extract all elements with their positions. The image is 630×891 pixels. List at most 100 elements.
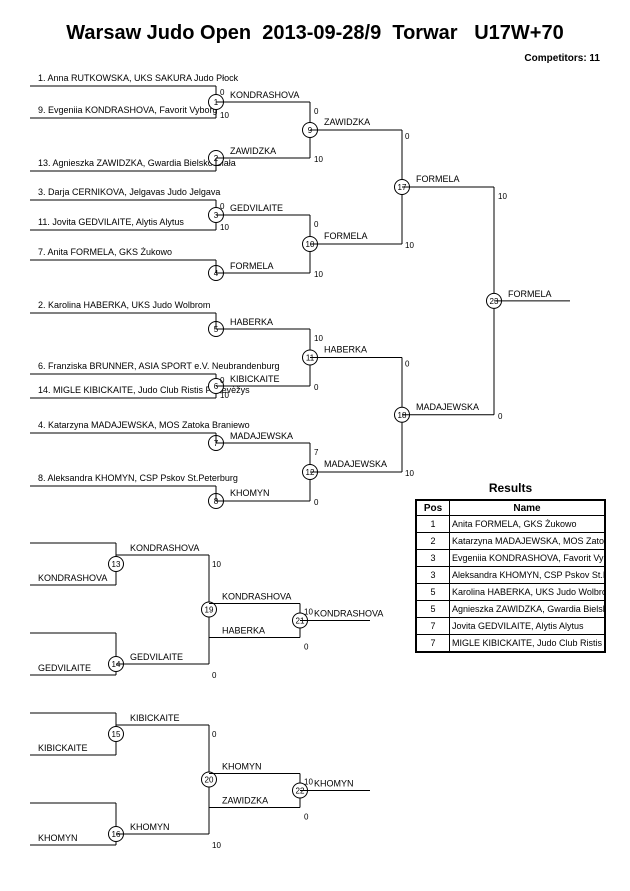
repechage-name: KHOMYN <box>38 833 78 843</box>
results-name: Karolina HABERKA, UKS Judo Wolbrom <box>449 583 606 601</box>
winner-name: HABERKA <box>324 345 367 355</box>
results-pos: 3 <box>415 566 450 584</box>
score: 10 <box>405 241 414 250</box>
entry-name: 2. Karolina HABERKA, UKS Judo Wolbrom <box>38 300 210 310</box>
bronze-winner-name: KONDRASHOVA <box>314 609 383 619</box>
repechage-name: KONDRASHOVA <box>38 573 107 583</box>
winner-name: GEDVILAITE <box>230 203 283 213</box>
winner-name: MADAJEWSKA <box>324 459 387 469</box>
match-number-circle <box>108 556 124 572</box>
score: 0 <box>212 671 217 680</box>
winner-name: KHOMYN <box>222 762 262 772</box>
final-winner-name: FORMELA <box>508 289 552 299</box>
score: 0 <box>220 376 225 385</box>
winner-name: FORMELA <box>324 231 368 241</box>
repechage-name: ZAWIDZKA <box>222 796 268 806</box>
winner-name: KHOMYN <box>230 488 270 498</box>
repechage-name: KIBICKAITE <box>38 743 88 753</box>
score: 10 <box>314 270 323 279</box>
score: 0 <box>220 202 225 211</box>
score: 10 <box>220 223 229 232</box>
winner-name: GEDVILAITE <box>130 652 183 662</box>
match-number-circle <box>201 771 217 788</box>
winner-name: MADAJEWSKA <box>416 402 479 412</box>
score: 10 <box>220 391 229 400</box>
score: 10 <box>304 608 313 617</box>
results-pos: 3 <box>415 549 450 567</box>
match-number-circle <box>108 726 124 742</box>
results-name: Agnieszka ZAWIDZKA, Gwardia Bielsko-Biał… <box>449 600 606 618</box>
repechage-name: HABERKA <box>222 626 265 636</box>
results-header-name: Name <box>449 499 606 516</box>
entry-name: 4. Katarzyna MADAJEWSKA, MOS Zatoka Bran… <box>38 420 250 430</box>
score: 10 <box>314 334 323 343</box>
entry-name: 13. Agnieszka ZAWIDZKA, Gwardia Bielsko-… <box>38 158 236 168</box>
results-pos: 1 <box>415 515 450 533</box>
results-pos: 2 <box>415 532 450 550</box>
winner-name: KONDRASHOVA <box>222 592 291 602</box>
score: 10 <box>314 155 323 164</box>
results-name: Anita FORMELA, GKS Żukowo <box>449 515 606 533</box>
score: 0 <box>314 498 319 507</box>
entry-name: 7. Anita FORMELA, GKS Żukowo <box>38 247 172 257</box>
score: 10 <box>498 192 507 201</box>
score: 0 <box>220 88 225 97</box>
results-pos: 5 <box>415 600 450 618</box>
winner-name: KHOMYN <box>130 822 170 832</box>
match-number-circle <box>201 601 217 618</box>
score: 0 <box>314 383 319 392</box>
entry-name: 3. Darja CERNIKOVA, Jelgavas Judo Jelgav… <box>38 187 220 197</box>
results-pos: 5 <box>415 583 450 601</box>
results-title: Results <box>488 481 533 495</box>
entry-name: 9. Evgeniia KONDRASHOVA, Favorit Vyborg <box>38 105 218 115</box>
score: 0 <box>304 813 309 822</box>
winner-name: FORMELA <box>416 174 460 184</box>
match-number: 15 <box>112 730 121 739</box>
entry-name: 6. Franziska BRUNNER, ASIA SPORT e.V. Ne… <box>38 361 279 371</box>
score: 0 <box>405 360 410 369</box>
score: 10 <box>405 469 414 478</box>
score: 0 <box>212 730 217 739</box>
winner-name: HABERKA <box>230 317 273 327</box>
score: 0 <box>314 220 319 229</box>
winner-name: ZAWIDZKA <box>324 117 370 127</box>
winner-name: KIBICKAITE <box>230 374 280 384</box>
score: 7 <box>314 448 319 457</box>
results-name: Aleksandra KHOMYN, CSP Pskov St.Peterbur… <box>449 566 606 584</box>
score: 0 <box>314 107 319 116</box>
competitors-count: Competitors: 11 <box>524 53 600 64</box>
match-number: 19 <box>205 606 214 615</box>
winner-name: KIBICKAITE <box>130 713 180 723</box>
results-name: Katarzyna MADAJEWSKA, MOS Zatoka Braniew… <box>449 532 606 550</box>
entry-name: 11. Jovita GEDVILAITE, Alytis Alytus <box>38 217 184 227</box>
repechage-name: GEDVILAITE <box>38 663 91 673</box>
score: 0 <box>498 412 503 421</box>
page-title: Warsaw Judo Open 2013-09-28/9 Torwar U17… <box>66 22 564 44</box>
winner-name: ZAWIDZKA <box>230 146 276 156</box>
winner-name: MADAJEWSKA <box>230 431 293 441</box>
match-number: 13 <box>112 560 121 569</box>
winner-name: KONDRASHOVA <box>230 90 299 100</box>
match-number: 20 <box>205 776 214 785</box>
score: 10 <box>212 560 221 569</box>
winner-name: FORMELA <box>230 261 274 271</box>
results-name: MIGLE KIBICKAITE, Judo Club Ristis Panev… <box>449 634 606 653</box>
entry-name: 8. Aleksandra KHOMYN, CSP Pskov St.Peter… <box>38 473 238 483</box>
score: 10 <box>220 111 229 120</box>
results-pos: 7 <box>415 617 450 635</box>
results-header-pos: Pos <box>415 499 450 516</box>
score: 10 <box>212 841 221 850</box>
score: 0 <box>405 132 410 141</box>
winner-name: KONDRASHOVA <box>130 543 199 553</box>
